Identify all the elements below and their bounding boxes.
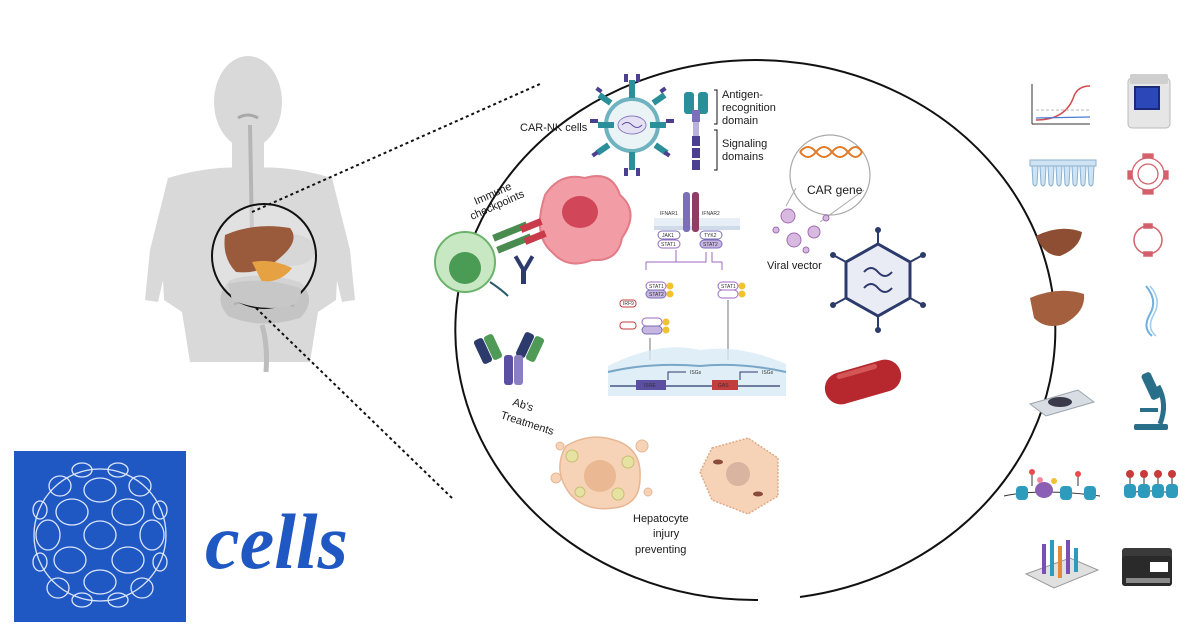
ab-treatment-antibody <box>473 332 545 385</box>
irf9-top-label: IRF9 <box>623 301 634 307</box>
pcr-strip-tubes-icon <box>1029 159 1097 187</box>
isgs-right-label: ISGs <box>762 370 774 376</box>
abs-label-1: Ab's <box>511 396 535 414</box>
ifnar1-label: IFNAR1 <box>660 211 678 217</box>
chromatin-modifier-icon <box>1003 469 1101 500</box>
antibody-icon <box>513 255 535 284</box>
hep-label-3: preventing <box>635 544 686 556</box>
tumor-cell <box>538 175 632 265</box>
car-nk-label: CAR-NK cells <box>520 122 588 134</box>
signaling-label-2: domains <box>722 151 764 163</box>
liver-small-icon <box>1036 228 1082 256</box>
jak1-label: JAK1 <box>662 233 674 239</box>
signaling-label-1: Signaling <box>722 138 767 150</box>
antigen-label-1: Antigen- <box>722 89 763 101</box>
growth-curve-icon <box>1031 84 1091 125</box>
car-construct <box>684 89 718 171</box>
tyk2-label: TYK2 <box>704 233 717 239</box>
dna-strand-icon <box>1145 285 1158 337</box>
liver-zoom-circle <box>211 203 317 309</box>
zoom-line-top <box>251 83 541 213</box>
isre-label: ISRE <box>644 383 656 389</box>
abs-label-2: Treatments <box>499 409 556 438</box>
antigen-label-2: recognition <box>722 102 776 114</box>
stat2-top-label: STAT2 <box>703 242 718 248</box>
stat1-mid-label: STAT1 <box>649 284 664 290</box>
car-gene-bubble <box>785 134 871 223</box>
dna-circle-icon <box>1127 153 1169 195</box>
qpcr-machine-icon <box>1127 74 1171 129</box>
viral-vector-label: Viral vector <box>767 260 822 272</box>
jak-stat-pathway: IFNAR1 IFNAR2 JAK1 TYK2 STAT1 STAT2 STAT… <box>607 192 787 396</box>
main-circle <box>454 59 1057 602</box>
sequencer-icon <box>1122 548 1172 586</box>
virus-capsid-icon <box>830 227 926 333</box>
stat1-right-label: STAT1 <box>721 284 736 290</box>
ifnar2-label: IFNAR2 <box>702 211 720 217</box>
viral-particles <box>772 208 830 254</box>
healthy-hepatocyte <box>699 437 779 515</box>
antigen-label-3: domain <box>722 115 758 127</box>
stat1-top-label: STAT1 <box>661 242 676 248</box>
drug-capsule-icon <box>824 359 902 405</box>
car-nk-cell <box>590 74 674 176</box>
hep-label-2: injury <box>653 528 680 540</box>
liver-large-icon <box>1030 290 1085 326</box>
plasmid-icon <box>1133 223 1163 257</box>
car-gene-label: CAR gene <box>807 183 863 197</box>
journal-logo: cells <box>14 451 348 622</box>
gas-label: GAS <box>718 383 729 389</box>
isgs-left-label: ISGs <box>690 370 702 376</box>
nk-effector-cell <box>434 231 509 297</box>
checkpoint-receptors <box>492 218 547 254</box>
journal-name: cells <box>205 498 348 585</box>
microscope-icon <box>1134 372 1168 430</box>
nucleosomes-icon <box>1123 470 1178 498</box>
chip-array-icon <box>1024 540 1100 589</box>
tissue-slide-icon <box>1028 389 1096 417</box>
injured-hepatocyte <box>550 436 653 510</box>
hep-label-1: Hepatocyte <box>633 513 689 525</box>
stat2-mid-label: STAT2 <box>649 292 664 298</box>
